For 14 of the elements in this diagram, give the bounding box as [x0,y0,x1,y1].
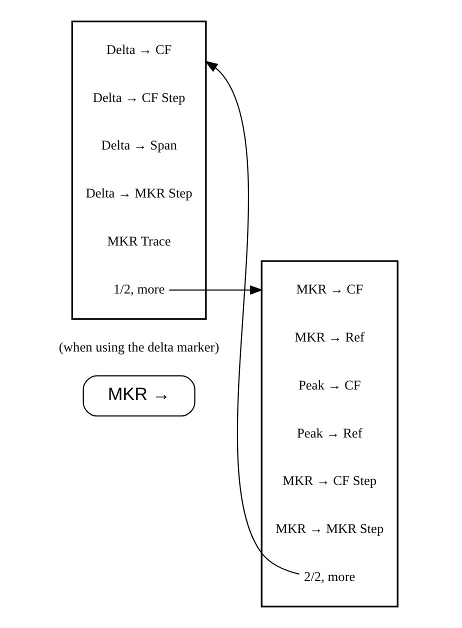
node-text: Delta → Span [101,138,177,153]
node-text: MKR → MKR Step [276,521,384,536]
node-label: (when using the delta marker) [58,339,220,354]
node-text: MKR → CF Step [282,473,377,488]
node-text: 1/2, more [113,281,165,296]
node-text: MKR → Ref [294,329,365,344]
node-text: MKR → CF [296,281,364,296]
node-text: Delta → CF Step [92,90,186,105]
node-text: 2/2, more [304,569,356,584]
node-text: Delta → CF [106,42,172,57]
node-text: Peak → CF [298,377,361,392]
node-text: MKR Trace [107,234,171,249]
node-text: Delta → MKR Step [86,186,192,201]
node-text: Peak → Ref [296,425,362,440]
